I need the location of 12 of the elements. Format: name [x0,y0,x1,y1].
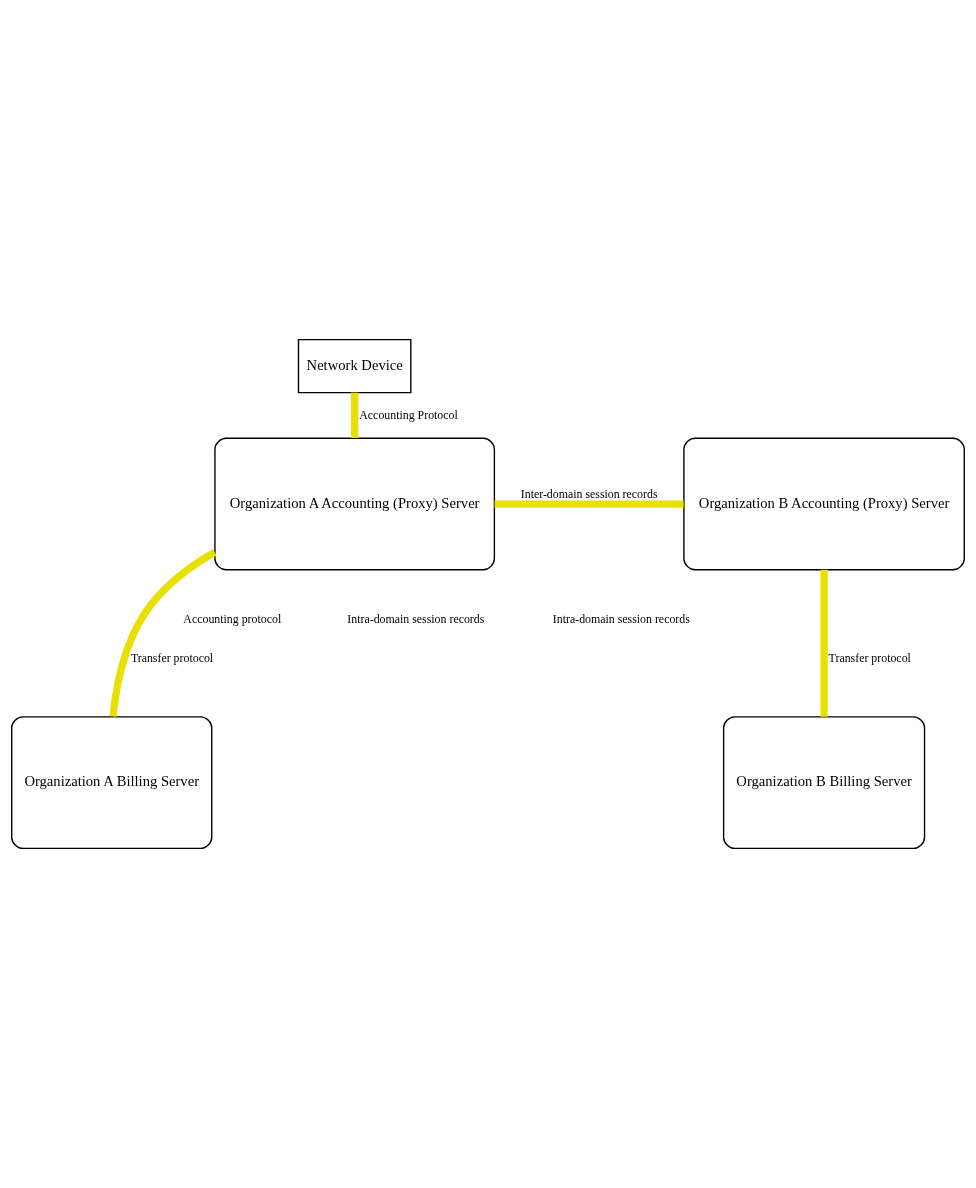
node-box: Organization A Billing Server [11,716,213,850]
node-box: Organization B Billing Server [722,716,926,850]
edge-label: Transfer protocol [828,651,911,666]
edge-label: Transfer protocol [130,651,214,666]
label: Intra-domain session records [347,612,485,627]
edge-label: Accounting Protocol [359,407,458,422]
edge-label: Inter-domain session records [520,487,658,502]
node-box: Organization A Accounting (Proxy) Server [214,437,496,571]
label: Intra-domain session records [552,612,690,627]
node-box: Network Device [297,338,412,394]
node-box: Organization B Accounting (Proxy) Server [683,437,965,571]
label: Accounting protocol [183,612,282,627]
